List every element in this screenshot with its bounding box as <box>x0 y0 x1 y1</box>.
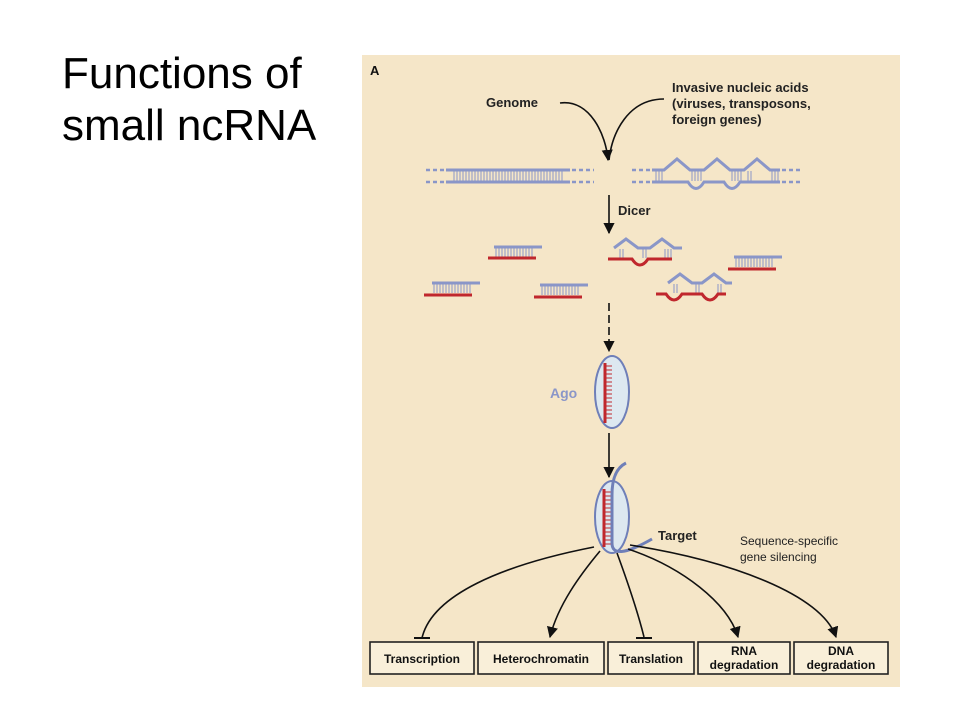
panel-label: A <box>370 63 380 78</box>
outcome-translation-label: Translation <box>619 652 683 666</box>
outcome-dna-degradation-line-1: DNA <box>828 644 854 658</box>
outcome-heterochromatin-label: Heterochromatin <box>493 652 589 666</box>
long-dsrna-invasive <box>632 157 802 190</box>
slide-title-line-1: Functions of <box>62 49 302 98</box>
invasive-label-line-1: Invasive nucleic acids <box>672 80 809 95</box>
dicer-label: Dicer <box>618 203 651 218</box>
invasive-label-line-2: (viruses, transposons, <box>672 96 811 111</box>
panel-background <box>362 55 900 687</box>
rnai-pathway-figure: A Genome Invasive nucleic acids (viruses… <box>362 55 900 687</box>
invasive-label-line-3: foreign genes) <box>672 112 762 127</box>
outcome-box-rna-degradation <box>697 641 791 675</box>
invasive-arrow <box>608 98 665 161</box>
pathway-diagram: A Genome Invasive nucleic acids (viruses… <box>362 55 900 687</box>
ago-target-complex <box>594 461 653 554</box>
outcome-transcription-label: Transcription <box>384 652 460 666</box>
silencing-label-line-2: gene silencing <box>740 550 817 564</box>
genome-arrow <box>559 102 613 162</box>
ago-loaded-complex <box>594 355 630 429</box>
outcome-boxes: Transcription Heterochromatin Translatio… <box>369 641 889 675</box>
outcome-box-transcription <box>369 641 475 675</box>
genome-label: Genome <box>486 95 538 110</box>
slide-title: Functions of small ncRNA <box>62 48 352 152</box>
outcome-arrows <box>414 544 839 639</box>
outcome-box-dna-degradation <box>793 641 889 675</box>
silencing-label-line-1: Sequence-specific <box>740 534 838 548</box>
ago-label: Ago <box>550 385 577 401</box>
slide-title-line-2: small ncRNA <box>62 101 317 150</box>
long-dsrna-genome <box>426 168 594 184</box>
target-label: Target <box>658 528 697 543</box>
outcome-box-translation <box>607 641 695 675</box>
outcome-dna-degradation-line-2: degradation <box>807 658 876 672</box>
outcome-box-heterochromatin <box>477 641 605 675</box>
outcome-rna-degradation-line-1: RNA <box>731 644 757 658</box>
sirna-duplexes <box>424 237 782 302</box>
outcome-rna-degradation-line-2: degradation <box>710 658 779 672</box>
